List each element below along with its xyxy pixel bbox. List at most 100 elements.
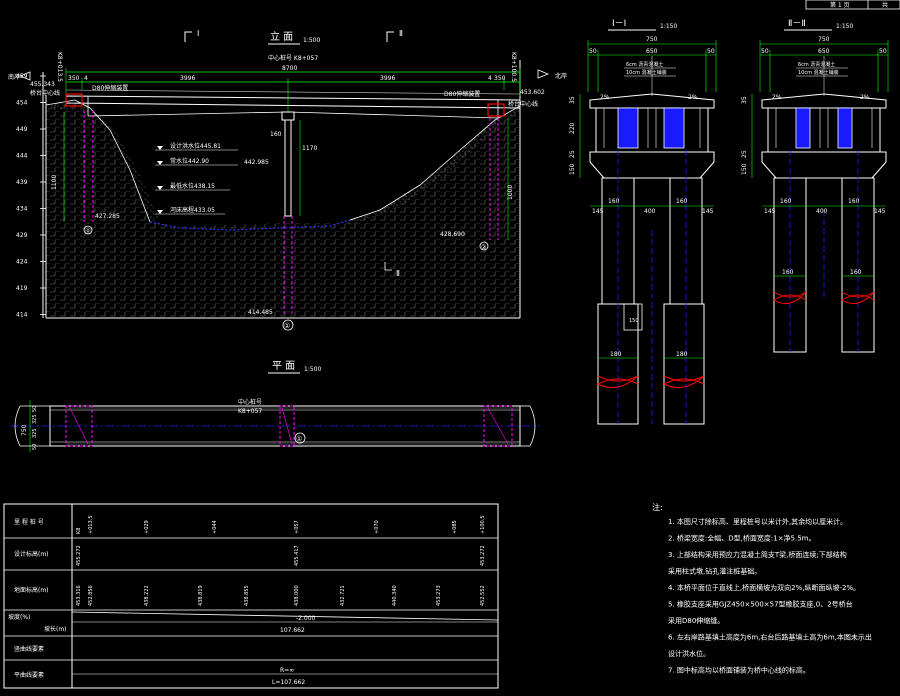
water-levels: 设计洪水位445.81 常水位442.90 最低水位438.15 河床高程433… bbox=[155, 142, 238, 215]
pile-bottom-mid: 414.485 bbox=[248, 309, 273, 316]
table-row-label-6: 平曲线要素 bbox=[14, 671, 44, 679]
pile-left-depth: 1100 bbox=[51, 175, 58, 190]
abut-label-right: ② bbox=[481, 244, 487, 251]
elevation-title: 立 面 bbox=[270, 30, 293, 43]
plan-title: 平 面 bbox=[272, 361, 295, 372]
s2-pile-l: 160 bbox=[780, 198, 792, 205]
s2-pile-r-b: 160 bbox=[850, 269, 862, 276]
elev-end-right: 350 bbox=[494, 75, 506, 82]
s1-h1: 35 bbox=[569, 96, 576, 104]
pile-bottom-left: 427.285 bbox=[95, 213, 120, 220]
s2-slope-l: 2% bbox=[772, 94, 782, 101]
corner-cell-1: 第 1 页 bbox=[830, 1, 850, 9]
notes-block: 注: 1. 本图尺寸除标高、里程桩号以米计外,其余均以厘米计。2. 桥梁宽度:全… bbox=[652, 502, 872, 675]
s1-side-l: 50 bbox=[589, 48, 597, 55]
table-station: +085 bbox=[452, 520, 458, 534]
s2-pile-l-b: 160 bbox=[782, 269, 794, 276]
pile-right-depth: 1000 bbox=[507, 185, 514, 200]
s1-pile-r: 160 bbox=[676, 198, 688, 205]
elev-elev-left: 455.343 bbox=[30, 81, 55, 88]
water-level-2: 常水位442.90 bbox=[170, 157, 209, 165]
table-design-elev: 455.417 bbox=[294, 545, 300, 566]
note-line: 7. 图中标高均以桥面铺装为桥中心线的标高。 bbox=[668, 666, 810, 675]
plan-center-note: 中心桩号 bbox=[238, 398, 262, 406]
s1-pile-r2: 180 bbox=[676, 351, 688, 358]
s1-pile-l2: 180 bbox=[610, 351, 622, 358]
pier-cap: 160 bbox=[270, 131, 282, 138]
elev-dir-right: 北岸 bbox=[555, 72, 567, 80]
s2-break-right-icon bbox=[841, 291, 875, 305]
elev-span-left: 3996 bbox=[180, 75, 195, 82]
elev-abut-right-note: 桥台中心线 bbox=[508, 100, 538, 108]
table-curve-r: R=∞ bbox=[280, 667, 294, 674]
elev-joint-right: D80伸缩装置 bbox=[444, 90, 480, 98]
water-level-1: 设计洪水位445.81 bbox=[170, 142, 221, 150]
cut-mark-2b: Ⅱ bbox=[396, 269, 400, 278]
s1-side-r: 50 bbox=[707, 48, 715, 55]
plan-scale: 1:500 bbox=[304, 366, 321, 373]
elev-elev-right: 453.602 bbox=[520, 89, 545, 96]
plan-pier-label: ① bbox=[296, 435, 302, 443]
table-row-label-5: 竖曲线要素 bbox=[14, 645, 44, 653]
abut-label-left: ⓪ bbox=[85, 227, 91, 235]
table-row-label-1: 设计标高(m) bbox=[14, 550, 49, 558]
plan-width-p1: 325 bbox=[32, 414, 38, 424]
table-station: +013.5 bbox=[88, 515, 94, 534]
s2-width-inner: 650 bbox=[818, 48, 830, 55]
elev-abut-left-note: 桥台中心线 bbox=[30, 89, 60, 97]
elev-span-right: 3996 bbox=[380, 75, 395, 82]
elev-end-left-b: 4 bbox=[84, 75, 88, 82]
elev-total-length: 8700 bbox=[282, 65, 297, 72]
abutment-0-marker bbox=[83, 225, 93, 235]
section-2-scale: 1:150 bbox=[836, 23, 853, 30]
note-line: 采用D80伸缩缝。 bbox=[668, 616, 724, 625]
scale-tick-label: 424 bbox=[16, 259, 28, 266]
pier-top-elev: 442.985 bbox=[244, 159, 269, 166]
table-ground-elev: 453.273 bbox=[436, 585, 442, 606]
abutment-2-marker bbox=[479, 241, 489, 251]
note-line: 5. 橡胶支座采用GJZ450×500×57型橡胶支座,0、2号桥台 bbox=[668, 600, 853, 609]
s2-break-left-icon bbox=[773, 291, 807, 305]
table-ground-elev: 453.316 bbox=[76, 585, 82, 606]
elevation-scale: 1:500 bbox=[303, 37, 320, 44]
s1-edge-r: 145 bbox=[702, 208, 714, 215]
s1-break-left-icon bbox=[596, 375, 639, 389]
station-labels: K8+013.5+029+044+057+070+085+100.5 bbox=[76, 515, 486, 534]
table-station: +044 bbox=[212, 520, 218, 534]
s1-h2: 25 bbox=[569, 150, 576, 158]
s1-edge-l: 145 bbox=[592, 208, 604, 215]
pier-label: ① bbox=[284, 322, 290, 330]
plan-width-p3: 50 bbox=[32, 444, 38, 450]
table-station: +029 bbox=[144, 520, 150, 534]
s1-width-inner: 650 bbox=[646, 48, 658, 55]
corner-title-block: 第 1 页 共 bbox=[805, 0, 900, 10]
scale-tick-label: 429 bbox=[16, 232, 28, 239]
plan-width-total: 750 bbox=[21, 424, 28, 436]
s2-pile-gap: 400 bbox=[816, 208, 828, 215]
water-level-3: 最低水位438.15 bbox=[170, 182, 215, 190]
s1-h3: 150 bbox=[569, 163, 576, 175]
corner-cell-2: 共 bbox=[882, 1, 888, 9]
scale-tick-label: 414 bbox=[16, 312, 28, 319]
water-level-4: 河床高程433.05 bbox=[170, 206, 215, 214]
s2-h1: 35 bbox=[741, 96, 748, 104]
s1-pile-l: 160 bbox=[608, 198, 620, 205]
pier-depth: 1170 bbox=[302, 145, 317, 152]
plan-width-p0: 50 bbox=[32, 406, 38, 412]
elev-dir-left: 南岸 bbox=[8, 73, 20, 81]
elev-end-right-b: 4 bbox=[488, 75, 492, 82]
plan-center-station: K8+057 bbox=[238, 408, 262, 415]
cut-mark-2: Ⅱ bbox=[399, 29, 403, 38]
table-ground-elev: 438.819 bbox=[198, 585, 204, 606]
note-line: 3. 上部结构采用预应力混凝土简支T梁,桥面连续;下部结构 bbox=[668, 550, 847, 559]
elev-joint-left: D80伸缩装置 bbox=[92, 84, 128, 92]
table-station: +070 bbox=[374, 520, 380, 534]
s2-h3: 150 bbox=[741, 163, 748, 175]
profile-table: 里 程 桩 号 设计标高(m) 地面标高(m) 坡度(%) 坡长(m) 竖曲线要… bbox=[3, 503, 499, 689]
table-design-elev: 453.272 bbox=[480, 545, 486, 566]
s1-pile-cap-w: 150 bbox=[629, 318, 639, 324]
table-row-label-4: 坡长(m) bbox=[44, 625, 67, 633]
s1-h-total: 220 bbox=[569, 122, 576, 134]
